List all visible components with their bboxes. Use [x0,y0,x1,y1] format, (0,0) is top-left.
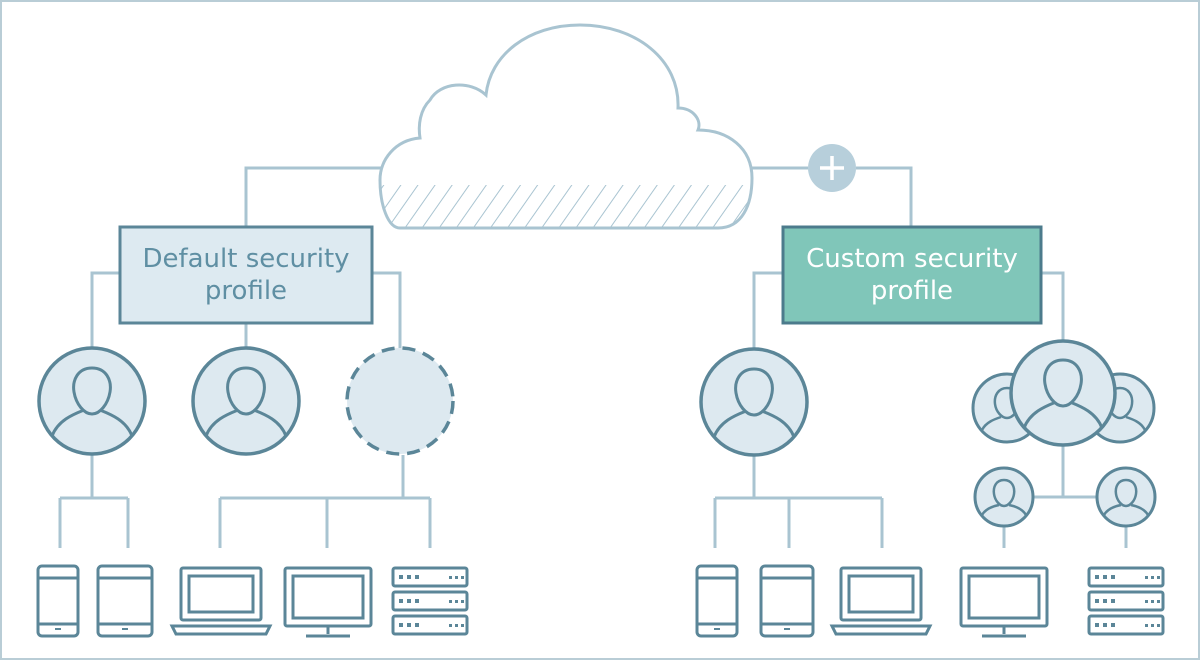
server-icon [391,566,469,636]
custom-profile-box [781,225,1043,325]
laptop-icon [169,566,273,636]
add-icon [808,144,856,192]
phone-icon [36,564,80,638]
tablet-icon [96,564,154,638]
user-icon [37,346,147,456]
user-group-icon [971,339,1156,447]
laptop-icon [829,566,933,636]
placeholder-user-icon [345,346,455,456]
server-icon [1087,566,1165,636]
connector-lines [58,166,1128,548]
user-icon [1095,466,1157,528]
cloud-icon [378,23,754,230]
default-profile-box [118,225,374,325]
phone-icon [695,564,739,638]
user-icon [699,347,809,457]
user-icon [191,346,301,456]
tablet-icon [759,564,815,638]
monitor-icon [283,566,373,638]
monitor-icon [959,566,1049,638]
user-icon [973,466,1035,528]
device-details [55,575,1160,630]
